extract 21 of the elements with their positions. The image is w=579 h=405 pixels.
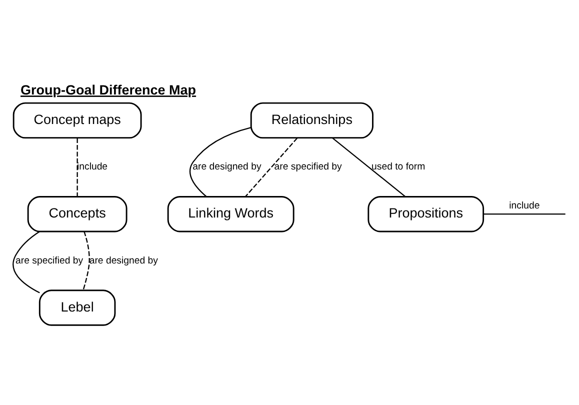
node-box: Relationships (250, 102, 374, 138)
edge-label: are specified by (274, 161, 342, 172)
connector (484, 213, 566, 214)
edge-label: include (509, 200, 540, 211)
node-box: Concept maps (12, 102, 142, 138)
node-box: Lebel (38, 289, 116, 326)
edge-label: used to form (372, 161, 426, 172)
node-box: Linking Words (167, 196, 294, 232)
diagram-title: Group-Goal Difference Map (20, 82, 196, 98)
connector (82, 230, 90, 290)
connector (190, 126, 252, 197)
edge-label: include (76, 161, 108, 172)
node-box: Concepts (27, 196, 128, 232)
connector (332, 137, 406, 197)
edge-label: are designed by (89, 254, 158, 266)
connector (245, 137, 298, 196)
connector (12, 230, 40, 293)
connector (76, 138, 78, 196)
edge-label: are designed by (192, 161, 262, 172)
edge-label: are specified by (16, 254, 84, 266)
node-box: Propositions (368, 196, 484, 232)
